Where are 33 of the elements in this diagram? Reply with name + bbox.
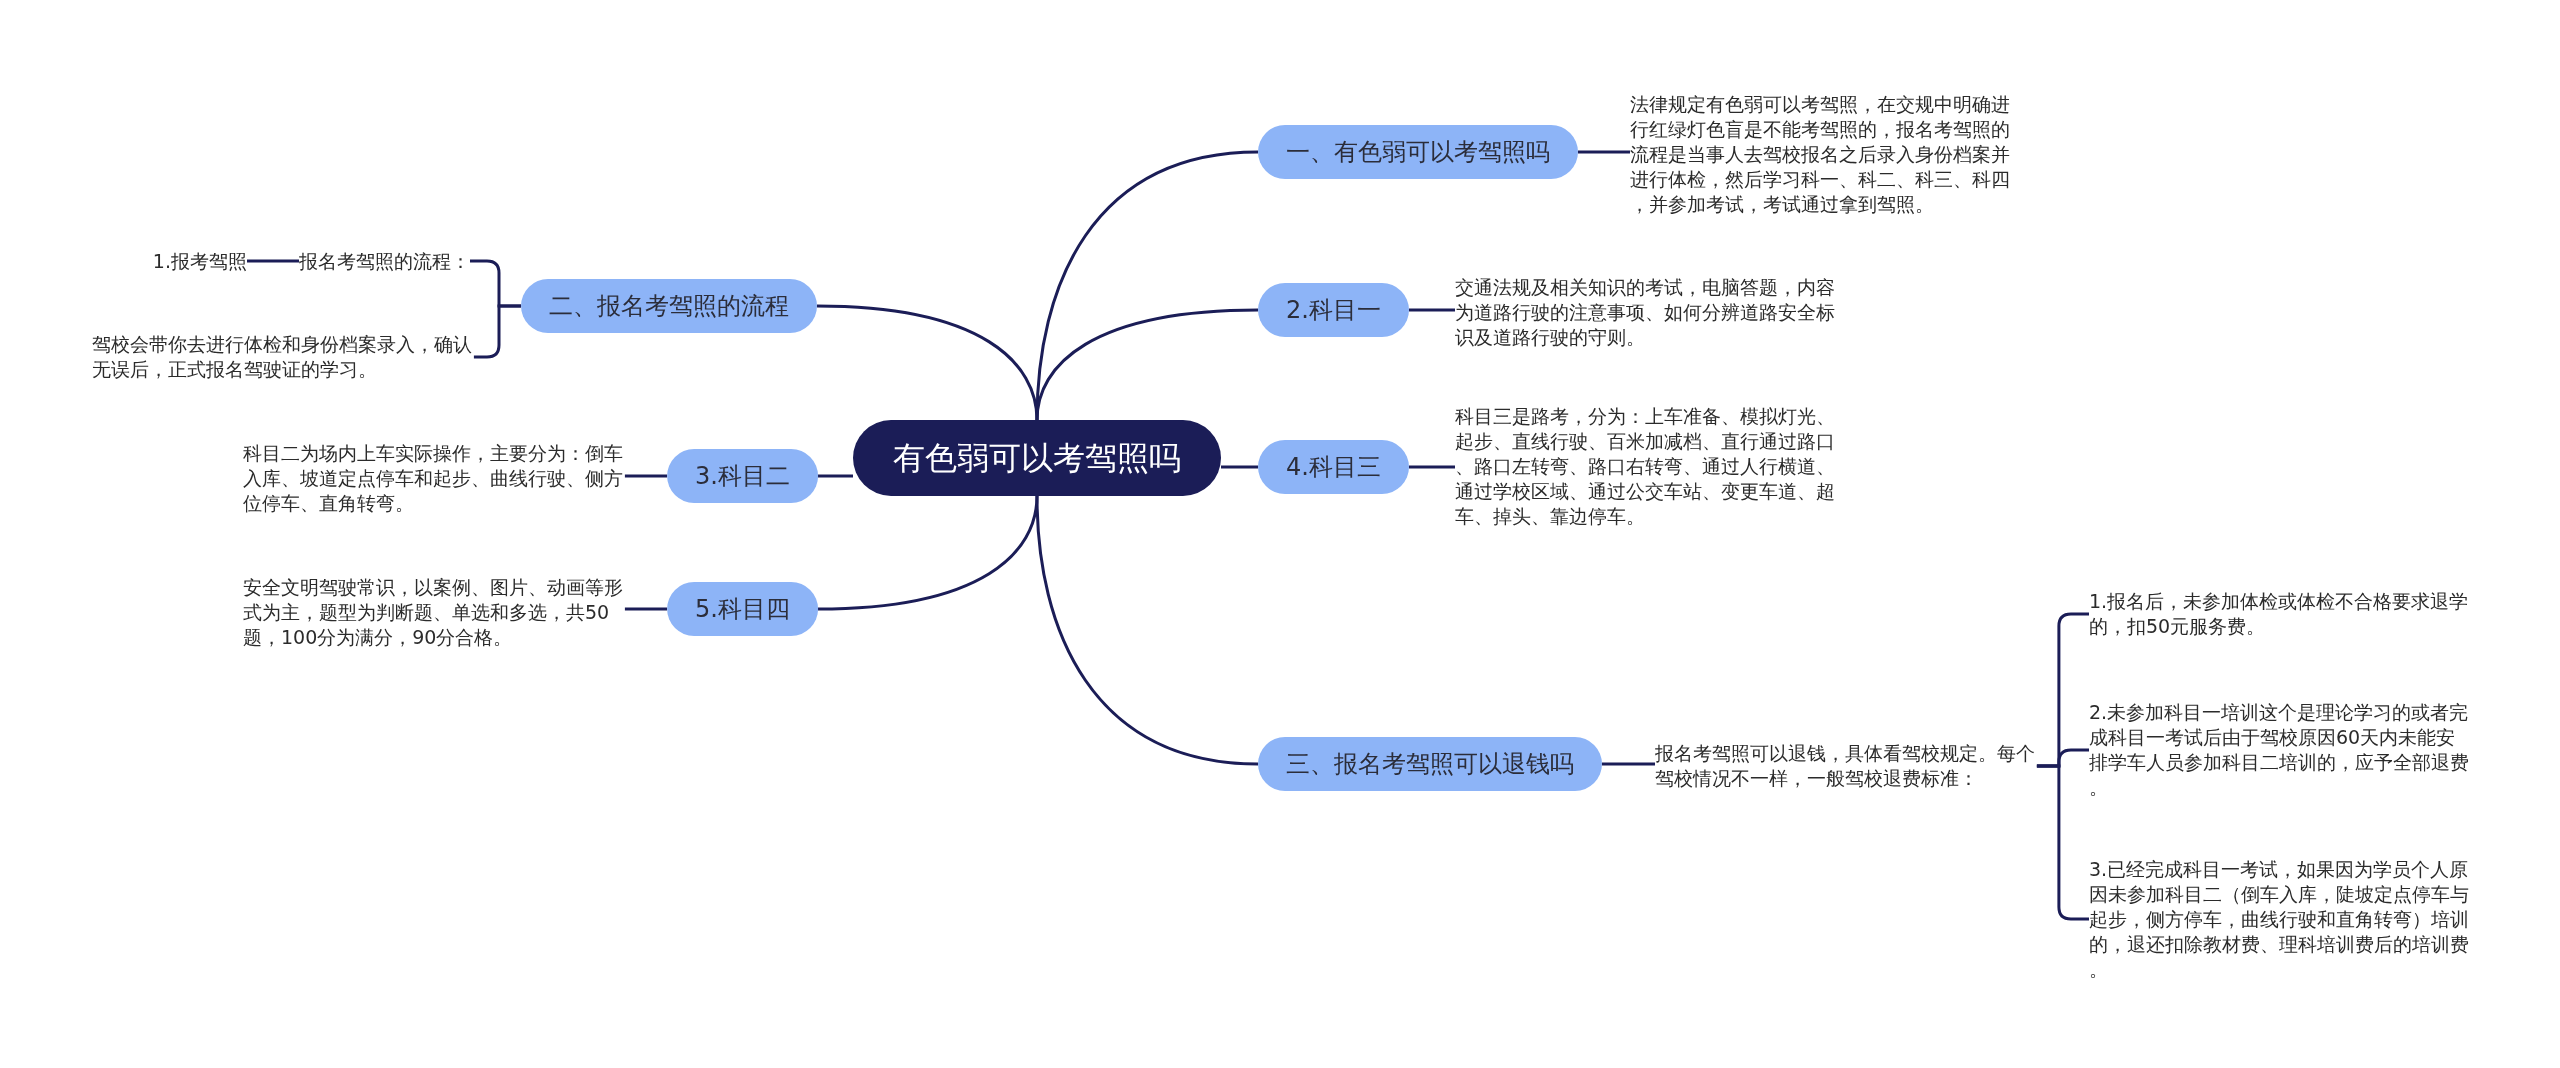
connector-line [1602, 762, 1655, 766]
connector-line [817, 495, 1039, 611]
note-text: 报名考驾照可以退钱，具体看驾校规定。每个驾校情况不一样，一般驾校退费标准： [1655, 741, 2037, 791]
note-text: 科目三是路考，分为：上车准备、模拟灯光、起步、直线行驶、百米加减档、直行通过路口、路口左转弯、路口右转弯、通过人行横道、通过学校区域、通过公交车站、变更车道、超车、掉头、靠边停车。 [1455, 403, 1837, 529]
note-text: 报名考驾照的流程： [299, 248, 470, 274]
connector-line [624, 474, 668, 478]
note-text: 1.报名后，未参加体检或体检不合格要求退学的，扣50元服务费。 [2089, 589, 2471, 639]
note-text: 驾校会带你去进行体检和身份档案录入，确认无误后，正式报名驾驶证的学习。 [92, 332, 474, 382]
note-text: 2.未参加科目一培训这个是理论学习的或者完成科目一考试后由于驾校原因60天内未能安排学车人员参加科目二培训的，应予全部退费。 [2089, 700, 2471, 800]
connector-line [624, 607, 668, 611]
topic-pill: 三、报名考驾照可以退钱吗 [1258, 737, 1602, 791]
note-text: 1.报考驾照 [152, 248, 247, 274]
topic-pill: 二、报名考驾照的流程 [521, 279, 817, 333]
note-text: 交通法规及相关知识的考试，电脑答题，内容为道路行驶的注意事项、如何分辨道路安全标识及道路行驶的守则。 [1455, 274, 1837, 350]
central-topic: 有色弱可以考驾照吗 [853, 420, 1221, 496]
connector-line [1578, 150, 1630, 154]
note-text: 3.已经完成科目一考试，如果因为学员个人原因未参加科目二（倒车入库，陡坡定点停车与起步，侧方停车，曲线行驶和直角转弯）培训的，退还扣除教材费、理科培训费后的培训费。 [2089, 856, 2471, 982]
topic-pill: 一、有色弱可以考驾照吗 [1258, 125, 1578, 179]
connector-line [1035, 308, 1259, 421]
topic-pill: 3.科目二 [667, 449, 818, 503]
topic-pill: 2.科目一 [1258, 283, 1409, 337]
note-text: 法律规定有色弱可以考驾照，在交规中明确进行红绿灯色盲是不能考驾照的，报名考驾照的流程是当事人去驾校报名之后录入身份档案并进行体检，然后学习科一、科二、科三、科四，并参加考试，考试通过拿到驾照。 [1630, 91, 2012, 217]
connector-line [816, 304, 1039, 421]
connector-line [818, 474, 853, 478]
topic-pill: 4.科目三 [1258, 440, 1409, 494]
connector-line [1035, 495, 1259, 766]
note-text: 科目二为场内上车实际操作，主要分为：倒车入库、坡道定点停车和起步、曲线行驶、侧方位停车、直角转弯。 [243, 440, 625, 516]
note-text: 安全文明驾驶常识，以案例、图片、动画等形式为主，题型为判断题、单选和多选，共50题，100分为满分，90分合格。 [243, 574, 625, 650]
connector-line [1221, 465, 1258, 469]
connector-line [1408, 465, 1455, 469]
connector-line [1408, 308, 1455, 312]
connector-line [247, 259, 299, 263]
topic-pill: 5.科目四 [667, 582, 818, 636]
